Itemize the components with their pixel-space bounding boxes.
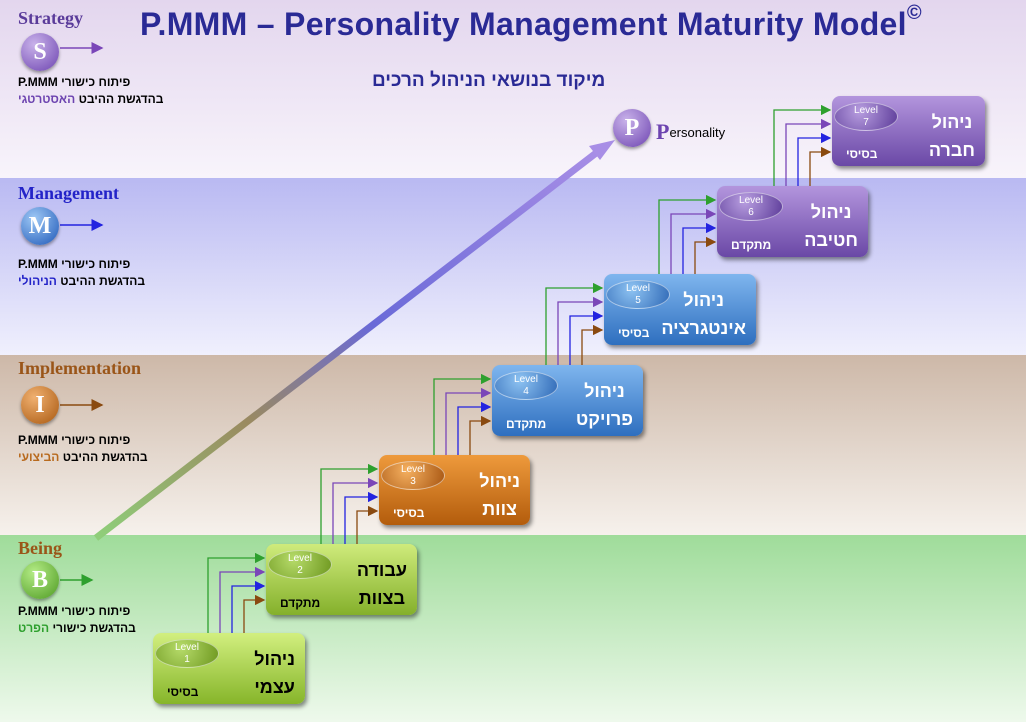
personality-label: Personality bbox=[656, 117, 726, 144]
page-title: P.MMM – Personality Management Maturity … bbox=[140, 2, 922, 42]
connector-arrow bbox=[344, 491, 379, 545]
level-tag: בסיסי bbox=[393, 506, 425, 520]
band-title-management: Management bbox=[18, 183, 119, 203]
level-tag: מתקדם bbox=[731, 238, 772, 252]
connector-arrow bbox=[581, 324, 604, 365]
being-desc-prefix: בהדגשת כישורי bbox=[49, 621, 136, 635]
level-tag: בסיסי bbox=[167, 685, 199, 699]
implementation-desc-line1: פיתוח כישורי P.MMM bbox=[18, 433, 131, 447]
connector-arrow bbox=[332, 477, 379, 545]
connector-arrow bbox=[243, 594, 266, 635]
page-subtitle: מיקוד בנושאי הניהול הרכים bbox=[372, 70, 606, 91]
level-tag: בסיסי bbox=[846, 147, 878, 161]
connector-arrow bbox=[797, 132, 832, 186]
copyright-mark: © bbox=[906, 2, 922, 24]
band-title-strategy: Strategy bbox=[18, 8, 83, 28]
connector-arrow bbox=[658, 194, 717, 277]
connector-arrow bbox=[694, 236, 717, 277]
strategy-desc-accent: האסטרטגי bbox=[18, 92, 76, 106]
management-desc-line1: פיתוח כישורי P.MMM bbox=[18, 257, 131, 271]
connector-arrow bbox=[219, 566, 266, 635]
being-circle-icon: B bbox=[21, 561, 59, 599]
connector-arrow bbox=[670, 208, 717, 277]
band-arrows bbox=[60, 42, 104, 586]
connector-arrow bbox=[445, 387, 492, 456]
level-tag: מתקדם bbox=[280, 596, 321, 610]
management-description: פיתוח כישורי P.MMM בהדגשת ההיבט הניהולי bbox=[18, 256, 188, 290]
management-desc-prefix: בהדגשת ההיבט bbox=[56, 274, 146, 288]
being-desc-accent: הפרט bbox=[18, 621, 50, 635]
level-tag: בסיסי bbox=[618, 326, 650, 340]
management-desc-accent: הניהולי bbox=[18, 274, 57, 288]
personality-rest: ersonality bbox=[669, 125, 726, 140]
band-title-implementation: Implementation bbox=[18, 358, 141, 378]
personality-circle-icon: P bbox=[613, 109, 651, 147]
connector-arrow bbox=[433, 373, 492, 456]
personality-first-letter: P bbox=[656, 119, 670, 144]
management-circle-icon: M bbox=[21, 207, 59, 245]
connector-arrow bbox=[231, 580, 266, 635]
band-title-being: Being bbox=[18, 538, 63, 558]
diagonal-arrow bbox=[93, 140, 615, 541]
level-tag: מתקדם bbox=[506, 417, 547, 431]
strategy-desc-prefix: בהדגשת ההיבט bbox=[75, 92, 164, 106]
connector-arrow bbox=[557, 296, 604, 365]
connector-arrow bbox=[682, 222, 717, 277]
implementation-description: פיתוח כישורי P.MMM בהדגשת ההיבט הביצועי bbox=[18, 432, 188, 466]
level-connectors bbox=[207, 104, 832, 635]
connector-arrow bbox=[545, 282, 604, 365]
connector-arrow bbox=[320, 463, 379, 545]
connector-arrow bbox=[207, 552, 266, 635]
implementation-desc-accent: הביצועי bbox=[18, 450, 60, 464]
connector-arrow bbox=[457, 401, 492, 456]
implementation-circle-icon: I bbox=[21, 386, 59, 424]
connector-arrow bbox=[469, 415, 492, 456]
being-description: פיתוח כישורי P.MMM בהדגשת כישורי הפרט bbox=[18, 603, 188, 637]
strategy-desc-line1: פיתוח כישורי P.MMM bbox=[18, 75, 131, 89]
connector-arrow bbox=[356, 505, 379, 545]
connector-arrow bbox=[785, 118, 832, 186]
strategy-description: פיתוח כישורי P.MMM בהדגשת ההיבט האסטרטגי bbox=[18, 74, 188, 108]
strategy-circle-icon: S bbox=[21, 33, 59, 71]
being-desc-line1: פיתוח כישורי P.MMM bbox=[18, 604, 131, 618]
implementation-desc-prefix: בהדגשת ההיבט bbox=[59, 450, 148, 464]
connector-arrow bbox=[773, 104, 832, 186]
connector-arrow bbox=[809, 146, 832, 186]
connector-arrow bbox=[569, 310, 604, 365]
